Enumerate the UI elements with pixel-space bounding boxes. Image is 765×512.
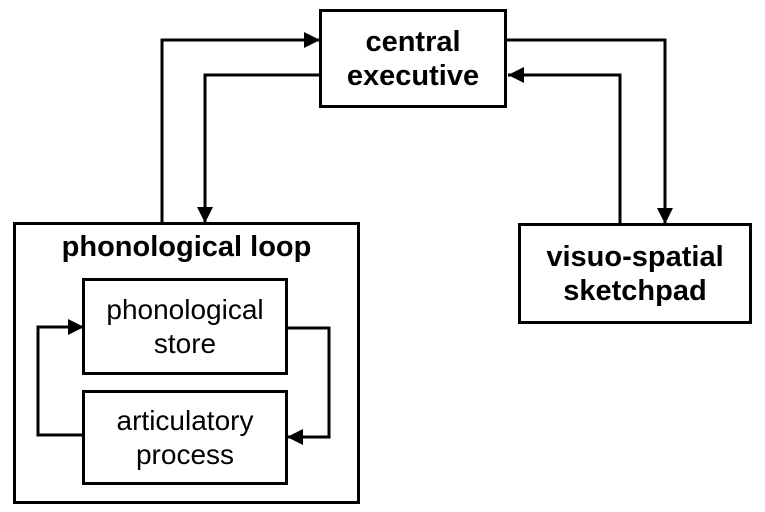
arrow-central-executive-to-visuo-spatial-sketchpad (506, 38, 673, 224)
node-phonological-store-label-line2: store (153, 327, 217, 359)
node-central-executive-label-line1: central (365, 25, 461, 58)
arrow-phonological-loop-to-central-executive (160, 32, 320, 222)
node-phonological-loop-label: phonological loop (61, 231, 312, 263)
node-visuo-spatial-sketchpad: visuo-spatial sketchpad (518, 223, 752, 324)
node-phonological-store: phonological store (82, 278, 288, 375)
node-central-executive-label-line2: executive (346, 59, 480, 92)
node-visuo-spatial-sketchpad-label-line1: visuo-spatial (546, 240, 724, 273)
node-phonological-store-label-line1: phonological (106, 293, 264, 325)
node-central-executive: central executive (319, 9, 507, 108)
node-articulatory-process-label-line2: process (135, 438, 235, 470)
node-articulatory-process: articulatory process (82, 390, 288, 485)
arrow-central-executive-to-phonological-loop (197, 73, 319, 223)
node-visuo-spatial-sketchpad-label-line2: sketchpad (563, 274, 707, 307)
node-phonological-loop: phonological loop phonological store art… (13, 222, 360, 504)
node-articulatory-process-label-line1: articulatory (116, 404, 254, 436)
arrow-visuo-spatial-sketchpad-to-central-executive (508, 67, 622, 223)
